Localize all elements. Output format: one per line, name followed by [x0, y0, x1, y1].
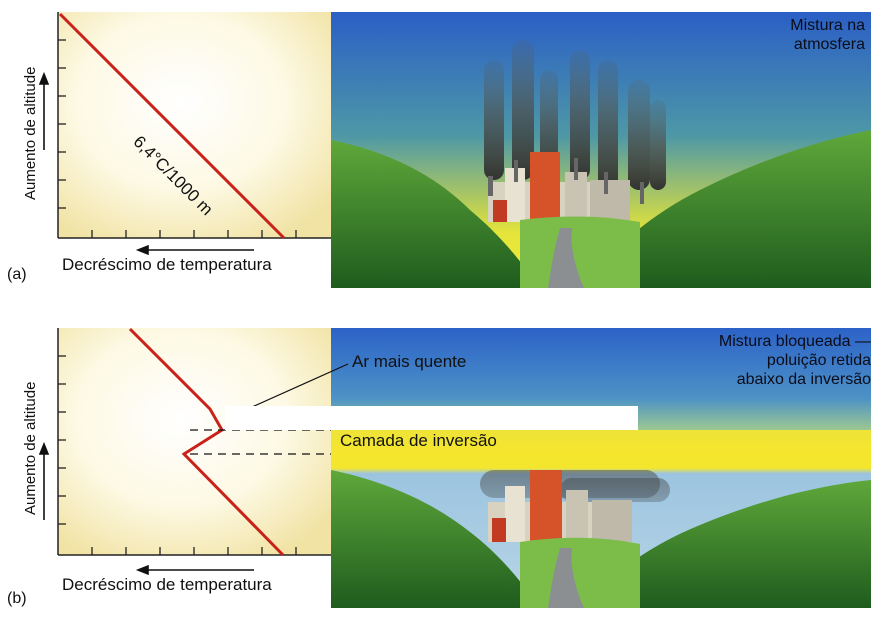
graph-b-x-axis-label: Decréscimo de temperatura — [62, 575, 272, 594]
panel-b-letter: (b) — [7, 590, 27, 607]
graph-b-x-arrow — [135, 564, 254, 576]
scene-a-caption-line2: atmosfera — [793, 36, 865, 53]
blank-overlay-box — [225, 406, 638, 430]
scene-a-hills — [331, 130, 871, 288]
graph-a-background — [58, 12, 331, 238]
warm-air-label: Ar mais quente — [352, 352, 467, 371]
scene-b-factory — [488, 470, 632, 542]
panel-a-graphics — [38, 12, 871, 288]
inversion-layer-band — [331, 430, 871, 454]
scene-a-caption-line1: Mistura na — [790, 17, 865, 34]
lapse-rate-line — [58, 12, 286, 240]
scene-a-road — [548, 228, 584, 288]
graph-b-y-ticks — [58, 355, 66, 525]
inversion-layer-label: Camada de inversão — [340, 431, 497, 450]
scene-b-caption-line3: abaixo da inversão — [736, 371, 871, 388]
graph-a-y-arrow — [38, 71, 50, 150]
graph-a-x-axis-label: Decréscimo de temperatura — [62, 255, 272, 274]
graph-a-x-arrow — [135, 244, 254, 256]
scene-b-road — [548, 548, 584, 608]
graph-a-x-ticks — [91, 230, 297, 238]
scene-a-caption: Mistura na atmosfera — [790, 16, 865, 54]
panel-a-letter: (a) — [7, 266, 27, 283]
graph-a-y-ticks — [58, 39, 66, 209]
graph-b-y-arrow — [38, 441, 50, 520]
scene-b-caption: Mistura bloqueada — poluição retida abai… — [719, 332, 871, 389]
graph-a-y-axis-label: Aumento de altitude — [22, 66, 39, 200]
scene-a-factory — [488, 152, 644, 222]
graph-b-background — [58, 328, 331, 555]
scene-b-hills — [331, 470, 871, 608]
scene-b-caption-line1: Mistura bloqueada — — [718, 333, 871, 350]
scene-b-caption-line2: poluição retida — [766, 352, 871, 369]
graph-b-x-ticks — [91, 547, 297, 555]
panel-b-graphics — [38, 327, 871, 608]
graph-b-y-axis-label: Aumento de altitude — [22, 381, 39, 515]
